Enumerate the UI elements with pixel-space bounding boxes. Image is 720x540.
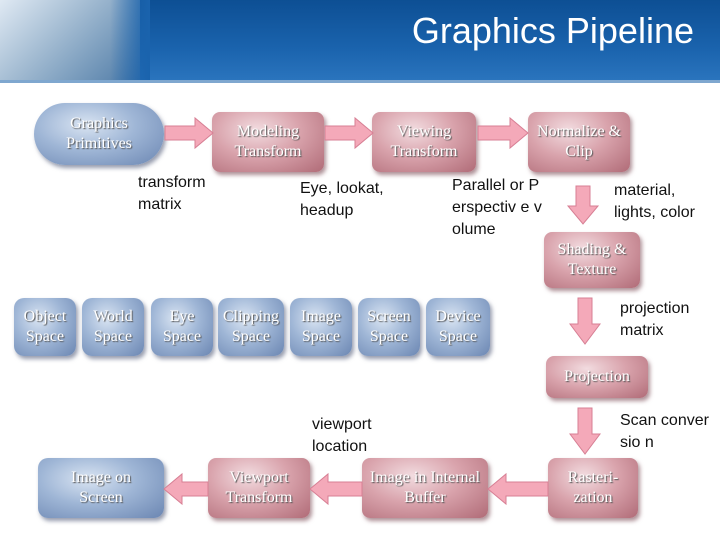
arrow-left-icon [163, 472, 209, 506]
page-title: Graphics Pipeline [411, 10, 694, 51]
image-space-label: Image Space [301, 308, 341, 345]
header-divider [0, 80, 720, 83]
graphics-primitives-box: Graphics Primitives [34, 103, 164, 165]
image-space-box: Image Space [290, 298, 352, 356]
projection-label: Projection [564, 368, 630, 385]
eye-space-box: Eye Space [151, 298, 213, 356]
viewing-transform-label: Viewing Transform [390, 123, 458, 160]
parallel-perspective-note: Parallel or Perspectiv e volume [452, 177, 542, 238]
image-on-screen-label: Image on Screen [71, 469, 131, 506]
arrow-right-icon [324, 116, 374, 150]
image-internal-buffer-label: Image in Internal Buffer [369, 469, 481, 506]
eye-space-label: Eye Space [162, 308, 202, 345]
viewport-transform-label: Viewport Transform [225, 469, 293, 506]
arrow-right-icon [164, 116, 214, 150]
object-space-label: Object Space [23, 308, 67, 345]
world-space-label: World Space [93, 308, 133, 345]
transform-matrix-note: transform matrix [138, 174, 206, 213]
viewport-transform-box: Viewport Transform [208, 458, 310, 518]
modeling-transform-label: Modeling Transform [234, 123, 302, 160]
image-on-screen-box: Image on Screen [38, 458, 164, 518]
shading-texture-box: Shading & Texture [544, 232, 640, 288]
shading-texture-label: Shading & Texture [557, 241, 627, 278]
world-space-box: World Space [82, 298, 144, 356]
header-fade [110, 0, 150, 80]
screen-space-label: Screen Space [367, 308, 411, 345]
device-space-box: Device Space [426, 298, 490, 356]
device-space-label: Device Space [435, 308, 481, 345]
eye-lookat-note: Eye, lookat, headup [300, 180, 384, 219]
image-internal-buffer-box: Image in Internal Buffer [362, 458, 488, 518]
screen-space-box: Screen Space [358, 298, 420, 356]
arrow-left-icon [309, 472, 363, 506]
arrow-right-icon [477, 116, 529, 150]
graphics-primitives-label: Graphics Primitives [66, 115, 132, 152]
rasterization-label: Rasteri- zation [567, 469, 619, 506]
material-lights-note: material, lights, color [614, 182, 695, 221]
rasterization-box: Rasteri- zation [548, 458, 638, 518]
arrow-down-icon [569, 407, 601, 455]
normalize-clip-box: Normalize & Clip [528, 112, 630, 172]
object-space-box: Object Space [14, 298, 76, 356]
normalize-clip-label: Normalize & Clip [537, 123, 621, 160]
viewport-location-note: viewport location [312, 416, 372, 455]
projection-box: Projection [546, 356, 648, 398]
clipping-space-label: Clipping Space [222, 308, 279, 345]
scan-conversion-note: Scan conversio n [620, 412, 709, 451]
arrow-down-icon [566, 185, 600, 225]
viewing-transform-box: Viewing Transform [372, 112, 476, 172]
modeling-transform-box: Modeling Transform [212, 112, 324, 172]
projection-matrix-note: projection matrix [620, 300, 690, 339]
clipping-space-box: Clipping Space [218, 298, 284, 356]
arrow-left-icon [487, 472, 549, 506]
arrow-down-icon [569, 297, 601, 345]
